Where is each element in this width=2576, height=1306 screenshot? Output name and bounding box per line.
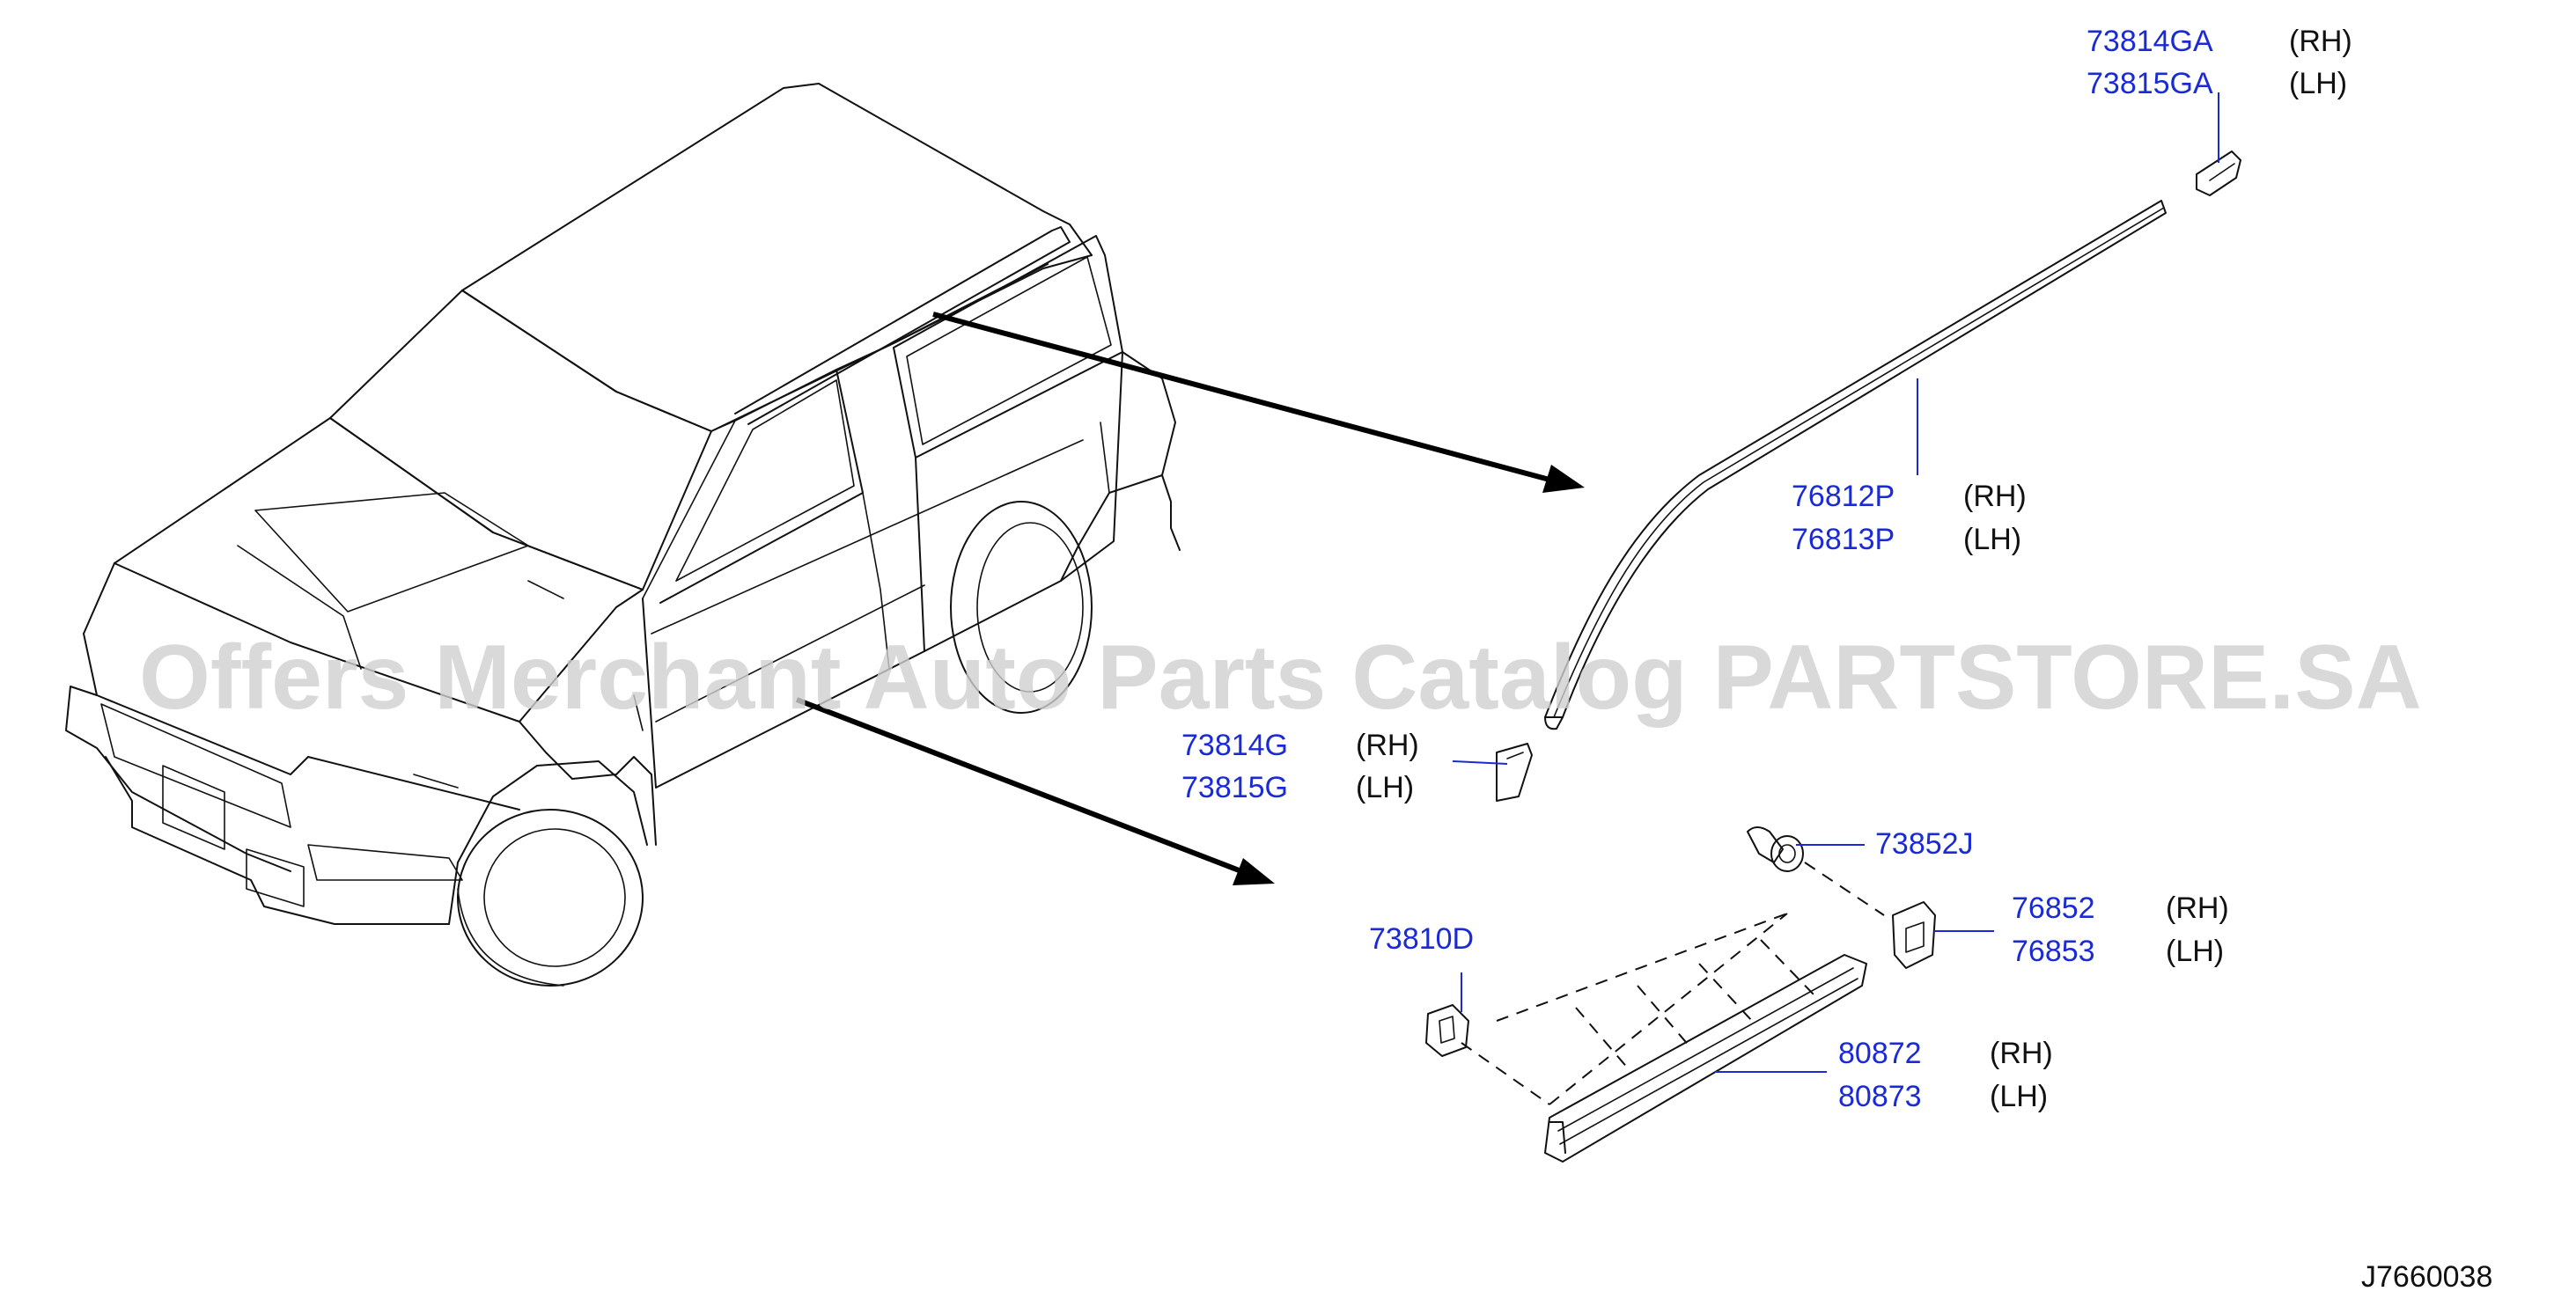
watermark-text: Offers Merchant Auto Parts Catalog PARTS… xyxy=(139,627,2422,729)
clip-73810d-part xyxy=(1425,1004,1469,1057)
roof-molding-end-cap-front xyxy=(2196,150,2241,196)
side-label-lh: (LH) xyxy=(2166,935,2224,968)
side-label-lh: (LH) xyxy=(1356,771,1414,804)
side-label-rh: (RH) xyxy=(1356,729,1419,762)
part-number-76852[interactable]: 76852 xyxy=(2012,891,2095,925)
arrow-head-icon xyxy=(1233,858,1275,885)
part-number-80872[interactable]: 80872 xyxy=(1838,1037,1922,1070)
callout-labels: 73814GA (RH) 73815GA (LH) 76812P (RH) 76… xyxy=(1181,25,2492,1294)
arrow-head-icon xyxy=(1542,465,1585,493)
part-number-73814g[interactable]: 73814G xyxy=(1181,729,1288,762)
pointer-arrows xyxy=(795,312,1585,885)
vehicle-illustration xyxy=(65,83,1181,987)
part-number-73814ga[interactable]: 73814GA xyxy=(2087,25,2213,58)
part-number-76853[interactable]: 76853 xyxy=(2012,935,2095,968)
part-number-76813p[interactable]: 76813P xyxy=(1792,523,1895,556)
part-number-73815g[interactable]: 73815G xyxy=(1181,771,1288,804)
arrow-to-sill-molding xyxy=(795,697,1243,874)
part-number-76812p[interactable]: 76812P xyxy=(1792,480,1895,513)
side-label-rh: (RH) xyxy=(2166,891,2229,925)
sill-molding-part xyxy=(1461,862,1885,1163)
arrow-to-roof-molding xyxy=(932,312,1550,482)
part-number-80873[interactable]: 80873 xyxy=(1838,1080,1922,1113)
clip-73852j-part xyxy=(1747,826,1804,872)
part-number-73815ga[interactable]: 73815GA xyxy=(2087,67,2213,100)
side-label-rh: (RH) xyxy=(1990,1037,2053,1070)
roof-drip-molding-part xyxy=(1544,200,2167,730)
side-label-rh: (RH) xyxy=(1963,480,2027,513)
diagram-reference-code: J7660038 xyxy=(2361,1260,2492,1294)
side-label-lh: (LH) xyxy=(1963,523,2021,556)
sill-end-piece-part xyxy=(1892,901,1936,969)
part-number-73810d[interactable]: 73810D xyxy=(1369,922,1474,956)
roof-molding-end-cap-rear xyxy=(1496,743,1533,802)
part-number-73852j[interactable]: 73852J xyxy=(1875,827,1974,861)
side-label-lh: (LH) xyxy=(2289,67,2347,100)
side-label-rh: (RH) xyxy=(2289,25,2352,58)
leader-lines xyxy=(1452,92,2219,1073)
side-label-lh: (LH) xyxy=(1990,1080,2048,1113)
